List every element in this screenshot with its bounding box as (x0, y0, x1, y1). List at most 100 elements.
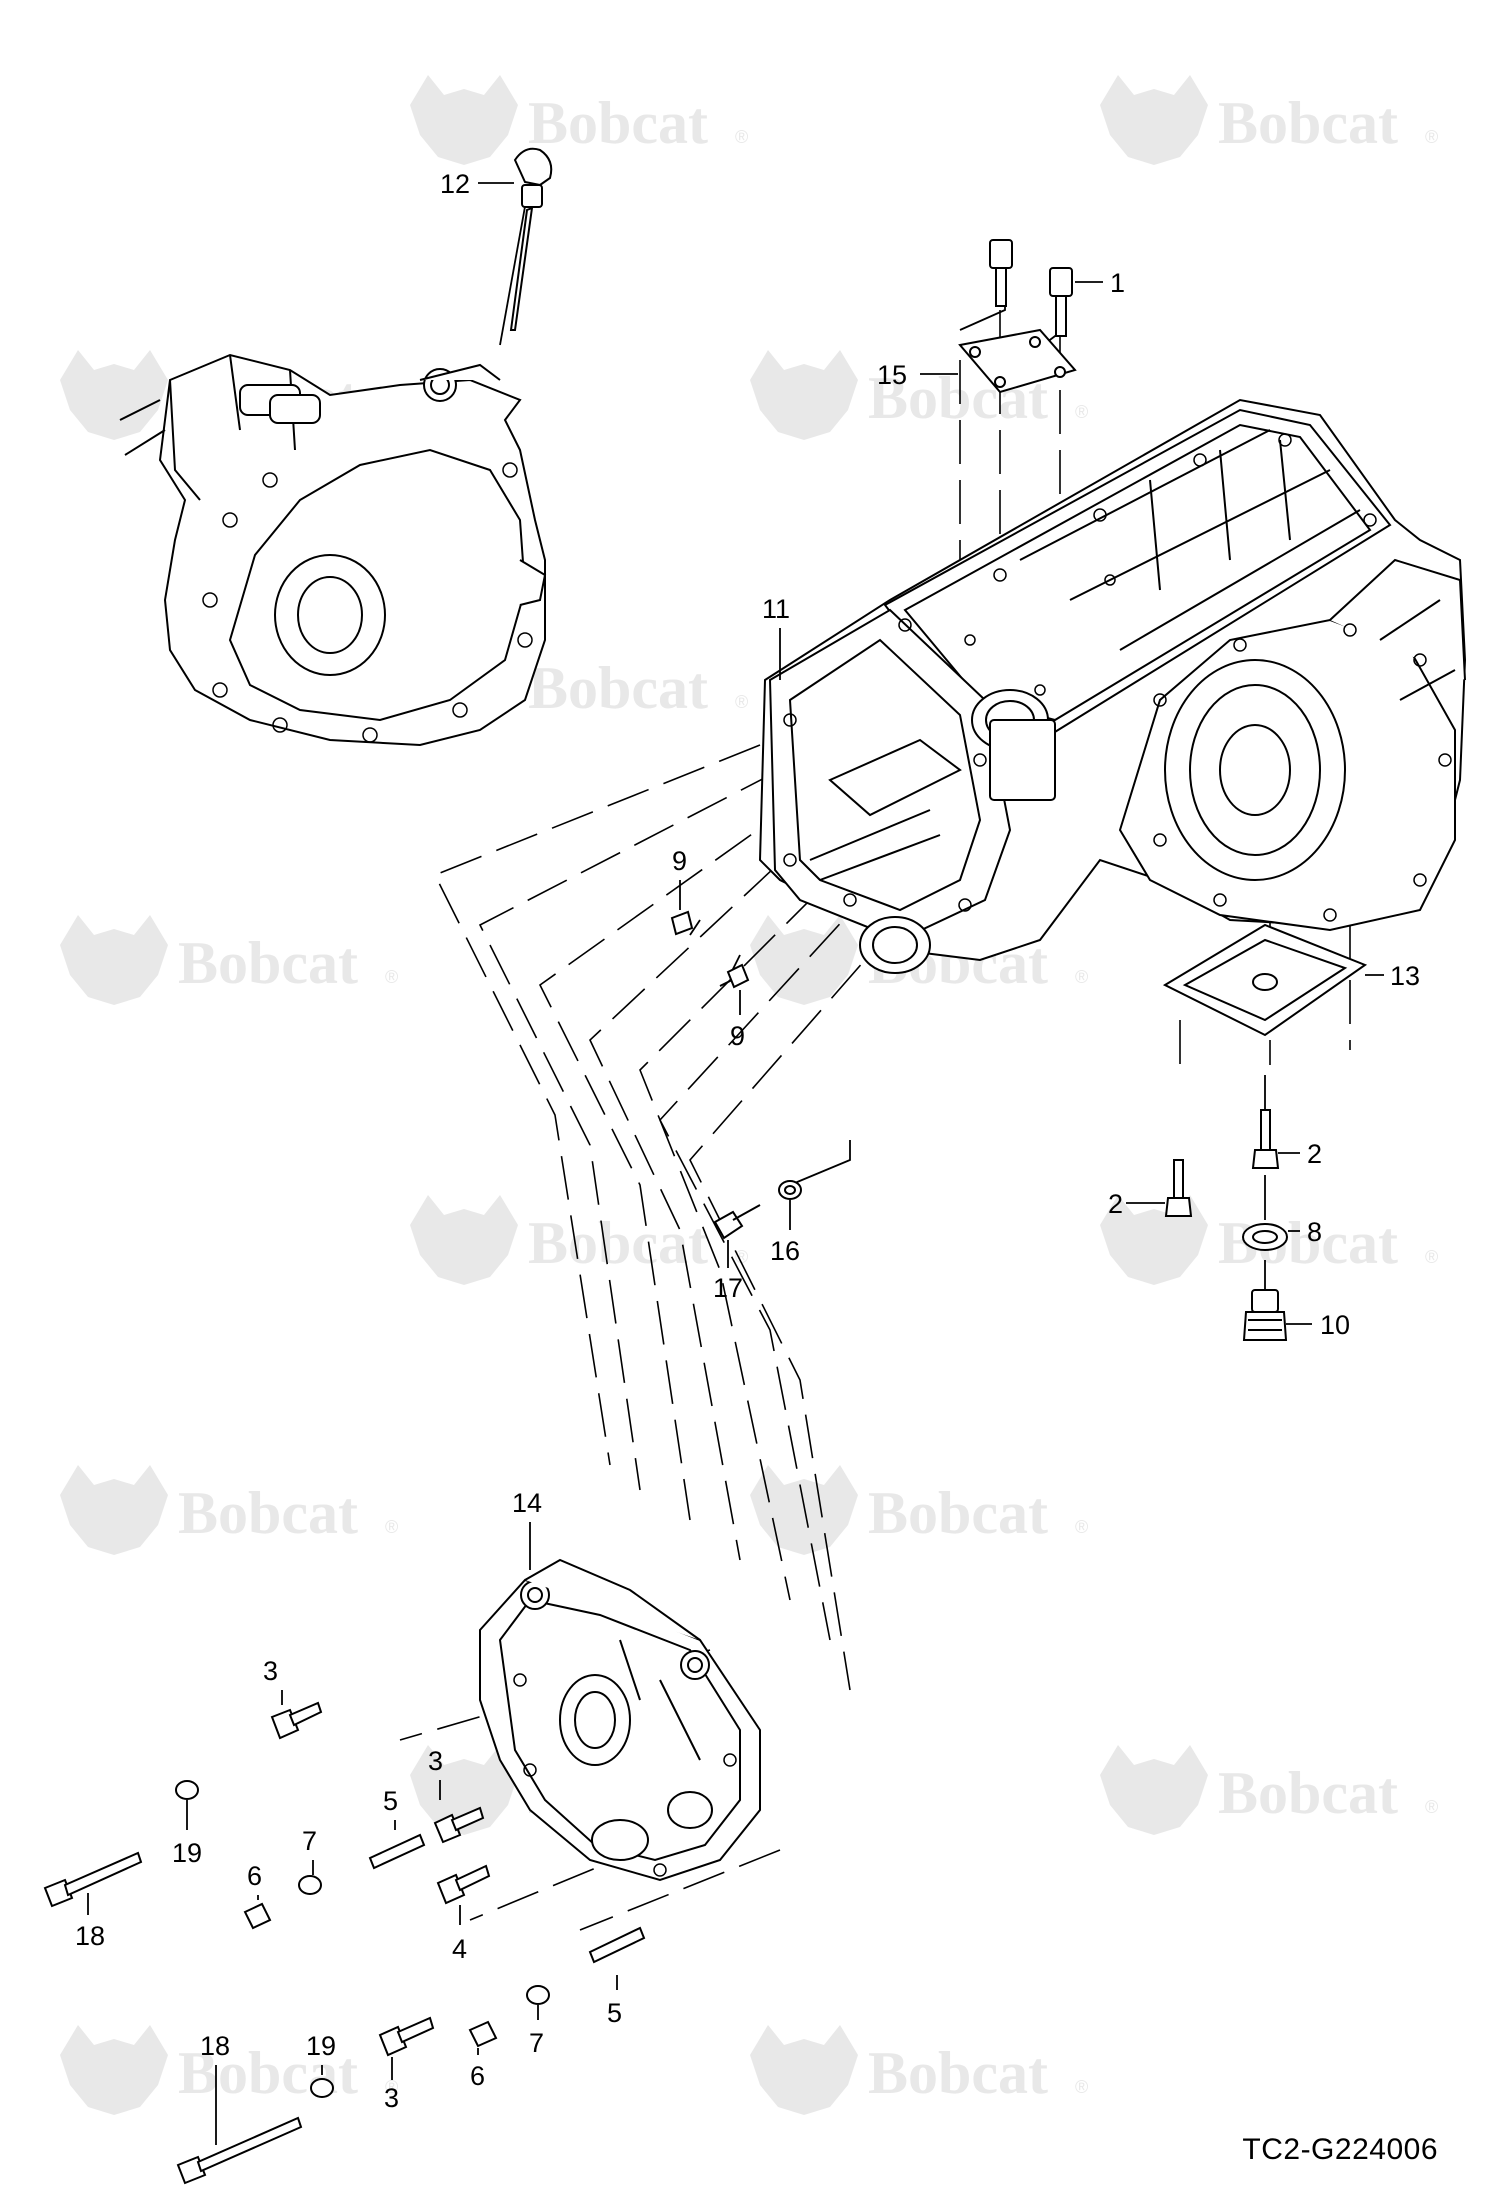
watermark-registered-mark: ® (1075, 2077, 1088, 2097)
bolt-part-3 (270, 1701, 323, 1740)
callout-number: 11 (762, 594, 790, 624)
bobcat-watermark: Bobcat ® (1100, 75, 1438, 165)
callout-number: 19 (306, 2031, 336, 2061)
callout-number: 3 (384, 2083, 399, 2113)
callout-number: 9 (672, 846, 687, 876)
dipstick-part-12 (509, 147, 553, 331)
bobcat-watermark: Bobcat® (60, 915, 398, 1005)
callout-number: 2 (1307, 1139, 1322, 1169)
bobcat-watermark: Bobcat ® (60, 1465, 398, 1555)
watermark-text: Bobcat (1218, 90, 1398, 156)
bolt-part-2 (1164, 1109, 1280, 1217)
bobcat-logo-icon (410, 1195, 518, 1285)
callout-number: 7 (302, 1826, 317, 1856)
callout-number: 3 (428, 1746, 443, 1776)
bobcat-logo-icon (750, 350, 858, 440)
watermark-text: Bobcat (868, 1480, 1048, 1546)
watermark-registered-mark: ® (1075, 1517, 1088, 1537)
bobcat-logo-icon (60, 1465, 168, 1555)
bobcat-logo-icon (60, 2025, 168, 2115)
callout-number: 18 (200, 2031, 230, 2061)
washer-part-7 (526, 1985, 550, 2005)
callout-number: 1 (1110, 268, 1125, 298)
washer-part-16 (778, 1180, 802, 1200)
bobcat-watermark: Bobcat ® (750, 1465, 1088, 1555)
callout-number: 4 (452, 1934, 467, 1964)
bobcat-watermark: Bobcat ® (410, 1195, 748, 1285)
callout-number: 13 (1390, 961, 1420, 991)
nut-part-6 (468, 2020, 498, 2048)
callout-number: 5 (383, 1786, 398, 1816)
bobcat-logo-icon (1100, 75, 1208, 165)
callout-number: 6 (470, 2061, 485, 2091)
watermark-registered-mark: ® (1425, 127, 1438, 147)
callout-number: 10 (1320, 1310, 1350, 1340)
transmission-case-part-11 (758, 398, 1467, 974)
washer-part-19 (310, 2078, 334, 2098)
bobcat-watermark: Bobcat ® (410, 75, 748, 165)
bobcat-logo-icon (750, 2025, 858, 2115)
bobcat-logo-icon (750, 1465, 858, 1555)
bobcat-logo-icon (1100, 1745, 1208, 1835)
watermark-registered-mark: ® (1075, 402, 1088, 422)
washer-part-8 (1242, 1223, 1288, 1251)
bobcat-logo-icon (410, 75, 518, 165)
pin-part-9 (670, 910, 750, 989)
watermark-text: Bobcat (1218, 1760, 1398, 1826)
callout-number: 7 (529, 2028, 544, 2058)
bobcat-logo-icon (60, 915, 168, 1005)
lower-guide-lines (87, 1545, 618, 2145)
watermark-text: Bobcat (178, 930, 358, 996)
bobcat-logo-icon (410, 1745, 518, 1835)
callout-number: 19 (172, 1838, 202, 1868)
gasket-part-13 (1162, 923, 1368, 1037)
callout-number: 16 (770, 1236, 800, 1266)
watermark-registered-mark: ® (735, 692, 748, 712)
watermark-text: Bobcat (178, 1480, 358, 1546)
watermark-registered-mark: ® (1425, 1247, 1438, 1267)
front-cover-part-14 (479, 1558, 761, 1882)
callout-number: 5 (607, 1998, 622, 2028)
bolt-part-3 (378, 2016, 435, 2057)
bobcat-logo-icon (60, 350, 168, 440)
washer-part-7 (298, 1875, 322, 1895)
stud-part-5 (588, 1926, 646, 1964)
drain-plug-part-10 (1242, 1289, 1288, 1341)
watermark-registered-mark: ® (735, 1247, 748, 1267)
callout-number: 17 (713, 1273, 743, 1303)
callout-number: 8 (1307, 1217, 1322, 1247)
callout-number: 14 (512, 1488, 542, 1518)
bolt-part-3 (433, 1806, 485, 1844)
callout-number: 12 (440, 169, 470, 199)
callout-number: 15 (877, 360, 907, 390)
long-bolt-part-18 (176, 2116, 303, 2185)
document-code: TC2-G224006 (1242, 2133, 1438, 2166)
watermark-text: Bobcat (528, 655, 708, 721)
washer-part-19 (175, 1780, 199, 1800)
watermark-registered-mark: ® (1075, 967, 1088, 987)
watermark-text: Bobcat (528, 90, 708, 156)
bobcat-logo-icon (750, 915, 858, 1005)
nut-part-6 (243, 1902, 272, 1930)
bobcat-watermark: Bobcat ® (750, 2025, 1088, 2115)
callout-number: 18 (75, 1921, 105, 1951)
lower-fasteners (43, 1701, 646, 2185)
callout-number: 2 (1108, 1189, 1123, 1219)
watermark-registered-mark: ® (385, 1517, 398, 1537)
top-cover-bolts-part-1 (989, 239, 1073, 337)
watermark-registered-mark: ® (385, 2077, 398, 2097)
stud-part-5 (368, 1833, 426, 1870)
watermark-text: Bobcat (528, 1210, 708, 1276)
callout-number: 9 (730, 1021, 745, 1051)
watermark-registered-mark: ® (1425, 1797, 1438, 1817)
bobcat-logo-icon (1100, 1195, 1208, 1285)
clutch-housing (119, 353, 547, 747)
bolt-part-4 (436, 1864, 491, 1905)
plug-part-17 (713, 1204, 761, 1240)
watermark-registered-mark: ® (735, 127, 748, 147)
bobcat-watermark: Bobcat ® (1100, 1745, 1438, 1835)
watermark-text: Bobcat (868, 2040, 1048, 2106)
